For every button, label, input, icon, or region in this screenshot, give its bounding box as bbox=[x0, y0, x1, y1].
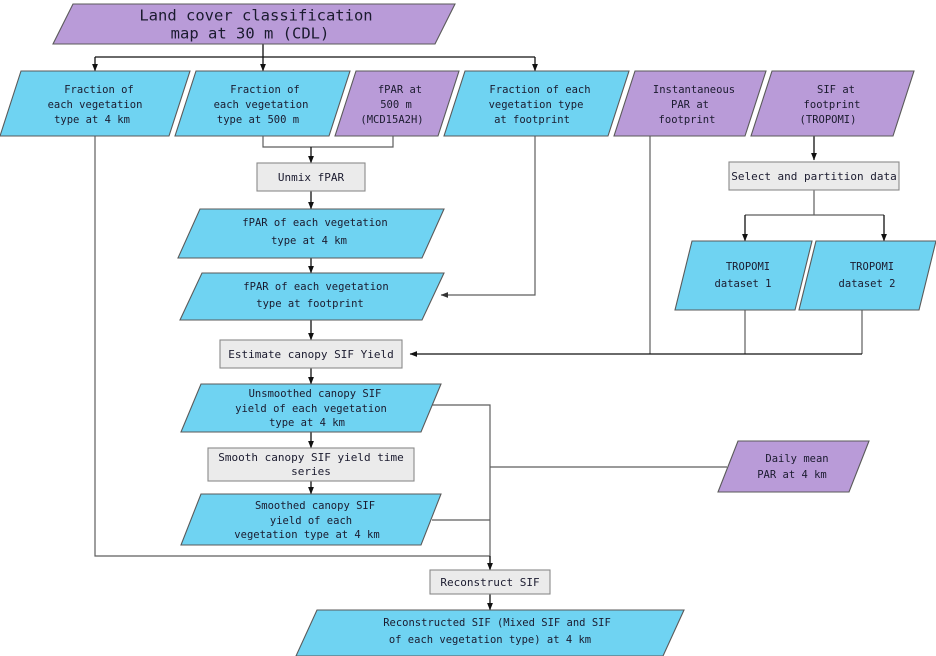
land-cover-shape bbox=[52, 3, 456, 45]
fpar-veg-4km-line2: type at 4 km bbox=[271, 235, 347, 247]
tropomi-1-line1: TROPOMI bbox=[726, 261, 770, 273]
unmix-fpar-label: Unmix fPAR bbox=[278, 171, 345, 184]
instantaneous-par-shape bbox=[613, 70, 767, 137]
estimate-sif-yield-shape bbox=[219, 339, 403, 369]
fpar-veg-footprint-line2: type at footprint bbox=[256, 298, 363, 310]
fpar-veg-4km-line1: fPAR of each vegetation bbox=[242, 217, 387, 229]
smoothed-yield-line3: vegetation type at 4 km bbox=[234, 529, 379, 541]
unsmoothed-yield-shape bbox=[180, 383, 442, 433]
select-partition-shape bbox=[728, 161, 900, 191]
fraction-500m-line1: Fraction of bbox=[230, 84, 300, 96]
reconstruct-sif-shape bbox=[429, 569, 551, 595]
estimate-sif-yield-label: Estimate canopy SIF Yield bbox=[228, 348, 394, 361]
smooth-process-shape bbox=[207, 447, 415, 482]
node-daily-mean-par[interactable]: Daily mean PAR at 4 km bbox=[717, 440, 870, 493]
node-unsmoothed-yield[interactable]: Unsmoothed canopy SIF yield of each vege… bbox=[180, 383, 442, 433]
fpar-500m-line3: (MCD15A2H) bbox=[360, 114, 423, 126]
node-fpar-500m[interactable]: fPAR at 500 m (MCD15A2H) bbox=[334, 70, 460, 137]
reconstruct-sif-label: Reconstruct SIF bbox=[440, 576, 539, 589]
land-cover-line2: map at 30 m (CDL) bbox=[171, 25, 330, 43]
reconstructed-output-shape bbox=[295, 609, 685, 656]
fpar-veg-footprint-shape bbox=[179, 272, 445, 321]
fpar-500m-line1: fPAR at bbox=[378, 84, 422, 96]
fraction-500m-line2: each vegetation bbox=[214, 99, 309, 111]
fpar-veg-4km-shape bbox=[177, 208, 445, 259]
connector-layer bbox=[91, 44, 887, 611]
smoothed-yield-line1: Smoothed canopy SIF bbox=[255, 500, 375, 512]
node-select-partition[interactable]: Select and partition data bbox=[728, 161, 900, 191]
node-estimate-sif-yield[interactable]: Estimate canopy SIF Yield bbox=[219, 339, 403, 369]
smoothed-yield-line2: yield of each bbox=[270, 515, 352, 527]
fraction-4km-line2: each vegetation bbox=[48, 99, 143, 111]
node-fraction-footprint[interactable]: Fraction of each vegetation type at foot… bbox=[443, 70, 630, 137]
fraction-footprint-line3: at footprint bbox=[494, 114, 570, 126]
node-reconstructed-output[interactable]: Reconstructed SIF (Mixed SIF and SIF of … bbox=[295, 609, 685, 656]
smooth-process-line1: Smooth canopy SIF yield time bbox=[218, 451, 403, 464]
fraction-footprint-line2: vegetation type bbox=[489, 99, 584, 111]
reconstructed-output-line1: Reconstructed SIF (Mixed SIF and SIF bbox=[383, 617, 611, 629]
connector-unsmoothed-to-merge bbox=[432, 404, 491, 570]
fpar-500m-shape bbox=[334, 70, 460, 137]
fraction-500m-line3: type at 500 m bbox=[217, 114, 299, 126]
unmix-fpar-shape bbox=[256, 162, 366, 192]
node-tropomi-dataset-2[interactable]: TROPOMI dataset 2 bbox=[798, 240, 936, 311]
fraction-footprint-line1: Fraction of each bbox=[489, 84, 590, 96]
sif-footprint-line1: SIF at bbox=[817, 84, 855, 96]
node-instantaneous-par[interactable]: Instantaneous PAR at footprint bbox=[613, 70, 767, 137]
node-smooth-process[interactable]: Smooth canopy SIF yield time series bbox=[207, 447, 415, 482]
fraction-footprint-shape bbox=[443, 70, 630, 137]
sif-footprint-line2: footprint bbox=[804, 99, 861, 111]
fraction-500m-shape bbox=[174, 70, 351, 137]
reconstructed-output-line2: of each vegetation type) at 4 km bbox=[389, 634, 591, 646]
tropomi-2-shape bbox=[798, 240, 936, 311]
node-reconstruct-sif[interactable]: Reconstruct SIF bbox=[429, 569, 551, 595]
smooth-process-line2: series bbox=[291, 465, 331, 478]
tropomi-2-line2: dataset 2 bbox=[839, 278, 896, 290]
node-fpar-veg-footprint[interactable]: fPAR of each vegetation type at footprin… bbox=[179, 272, 445, 321]
daily-mean-par-shape bbox=[717, 440, 870, 493]
node-fraction-4km[interactable]: Fraction of each vegetation type at 4 km bbox=[0, 70, 191, 137]
node-smoothed-yield[interactable]: Smoothed canopy SIF yield of each vegeta… bbox=[180, 493, 442, 546]
instantaneous-par-line2: PAR at bbox=[671, 99, 709, 111]
node-land-cover[interactable]: Land cover classification map at 30 m (C… bbox=[52, 3, 456, 45]
tropomi-1-line2: dataset 1 bbox=[715, 278, 772, 290]
daily-mean-par-line1: Daily mean bbox=[765, 453, 828, 465]
node-tropomi-dataset-1[interactable]: TROPOMI dataset 1 bbox=[674, 240, 813, 311]
instantaneous-par-line1: Instantaneous bbox=[653, 84, 735, 96]
node-fraction-500m[interactable]: Fraction of each vegetation type at 500 … bbox=[174, 70, 351, 137]
instantaneous-par-line3: footprint bbox=[659, 114, 716, 126]
fpar-500m-line2: 500 m bbox=[380, 99, 412, 111]
unsmoothed-yield-line3: type at 4 km bbox=[269, 417, 345, 429]
unsmoothed-yield-line1: Unsmoothed canopy SIF bbox=[249, 388, 382, 400]
sif-footprint-line3: (TROPOMI) bbox=[800, 114, 857, 126]
daily-mean-par-line2: PAR at 4 km bbox=[757, 469, 827, 481]
node-fpar-veg-4km[interactable]: fPAR of each vegetation type at 4 km bbox=[177, 208, 445, 259]
connector-fracfootprint-to-fparfootprint bbox=[440, 136, 536, 298]
tropomi-2-line1: TROPOMI bbox=[850, 261, 894, 273]
fpar-veg-footprint-line1: fPAR of each vegetation bbox=[243, 281, 388, 293]
connector-fraction4km-to-merge bbox=[94, 136, 490, 557]
tropomi-1-shape bbox=[674, 240, 813, 311]
unsmoothed-yield-line2: yield of each vegetation bbox=[235, 403, 387, 415]
fraction-4km-shape bbox=[0, 70, 191, 137]
node-sif-footprint[interactable]: SIF at footprint (TROPOMI) bbox=[750, 70, 915, 137]
fraction-4km-line1: Fraction of bbox=[64, 84, 134, 96]
connector-unmix-inputs bbox=[262, 136, 394, 148]
land-cover-line1: Land cover classification bbox=[139, 7, 372, 25]
sif-footprint-shape bbox=[750, 70, 915, 137]
select-partition-label: Select and partition data bbox=[731, 170, 897, 183]
node-unmix-fpar[interactable]: Unmix fPAR bbox=[256, 162, 366, 192]
fraction-4km-line3: type at 4 km bbox=[54, 114, 130, 126]
smoothed-yield-shape bbox=[180, 493, 442, 546]
